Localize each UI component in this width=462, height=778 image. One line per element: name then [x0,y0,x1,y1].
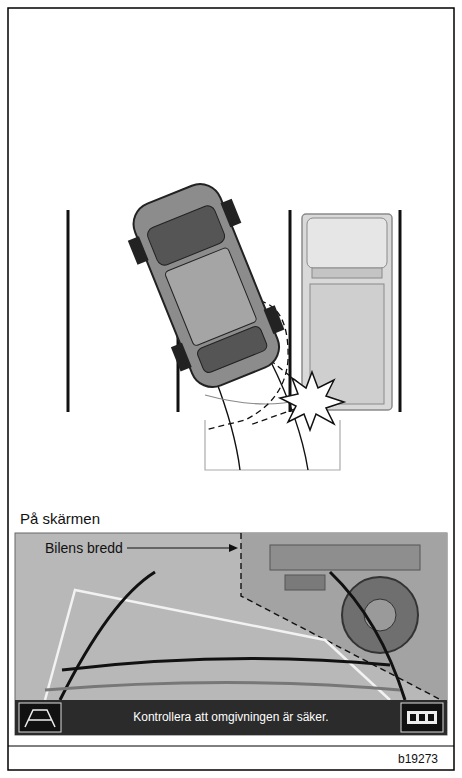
camera-screen [15,533,447,735]
screen-message: Kontrollera att omgivningen är säker. [133,710,328,724]
figure-code: b19273 [398,752,438,766]
reversing-car [118,174,295,398]
leader-line [127,547,236,548]
frame-divider [8,746,454,747]
part-name: Bilens bredd [45,540,123,556]
frame [8,8,454,770]
impact-burst [280,372,344,430]
leader-arrowhead [229,544,238,552]
screen-truck [241,533,447,703]
screen-heading: På skärmen [20,510,100,527]
